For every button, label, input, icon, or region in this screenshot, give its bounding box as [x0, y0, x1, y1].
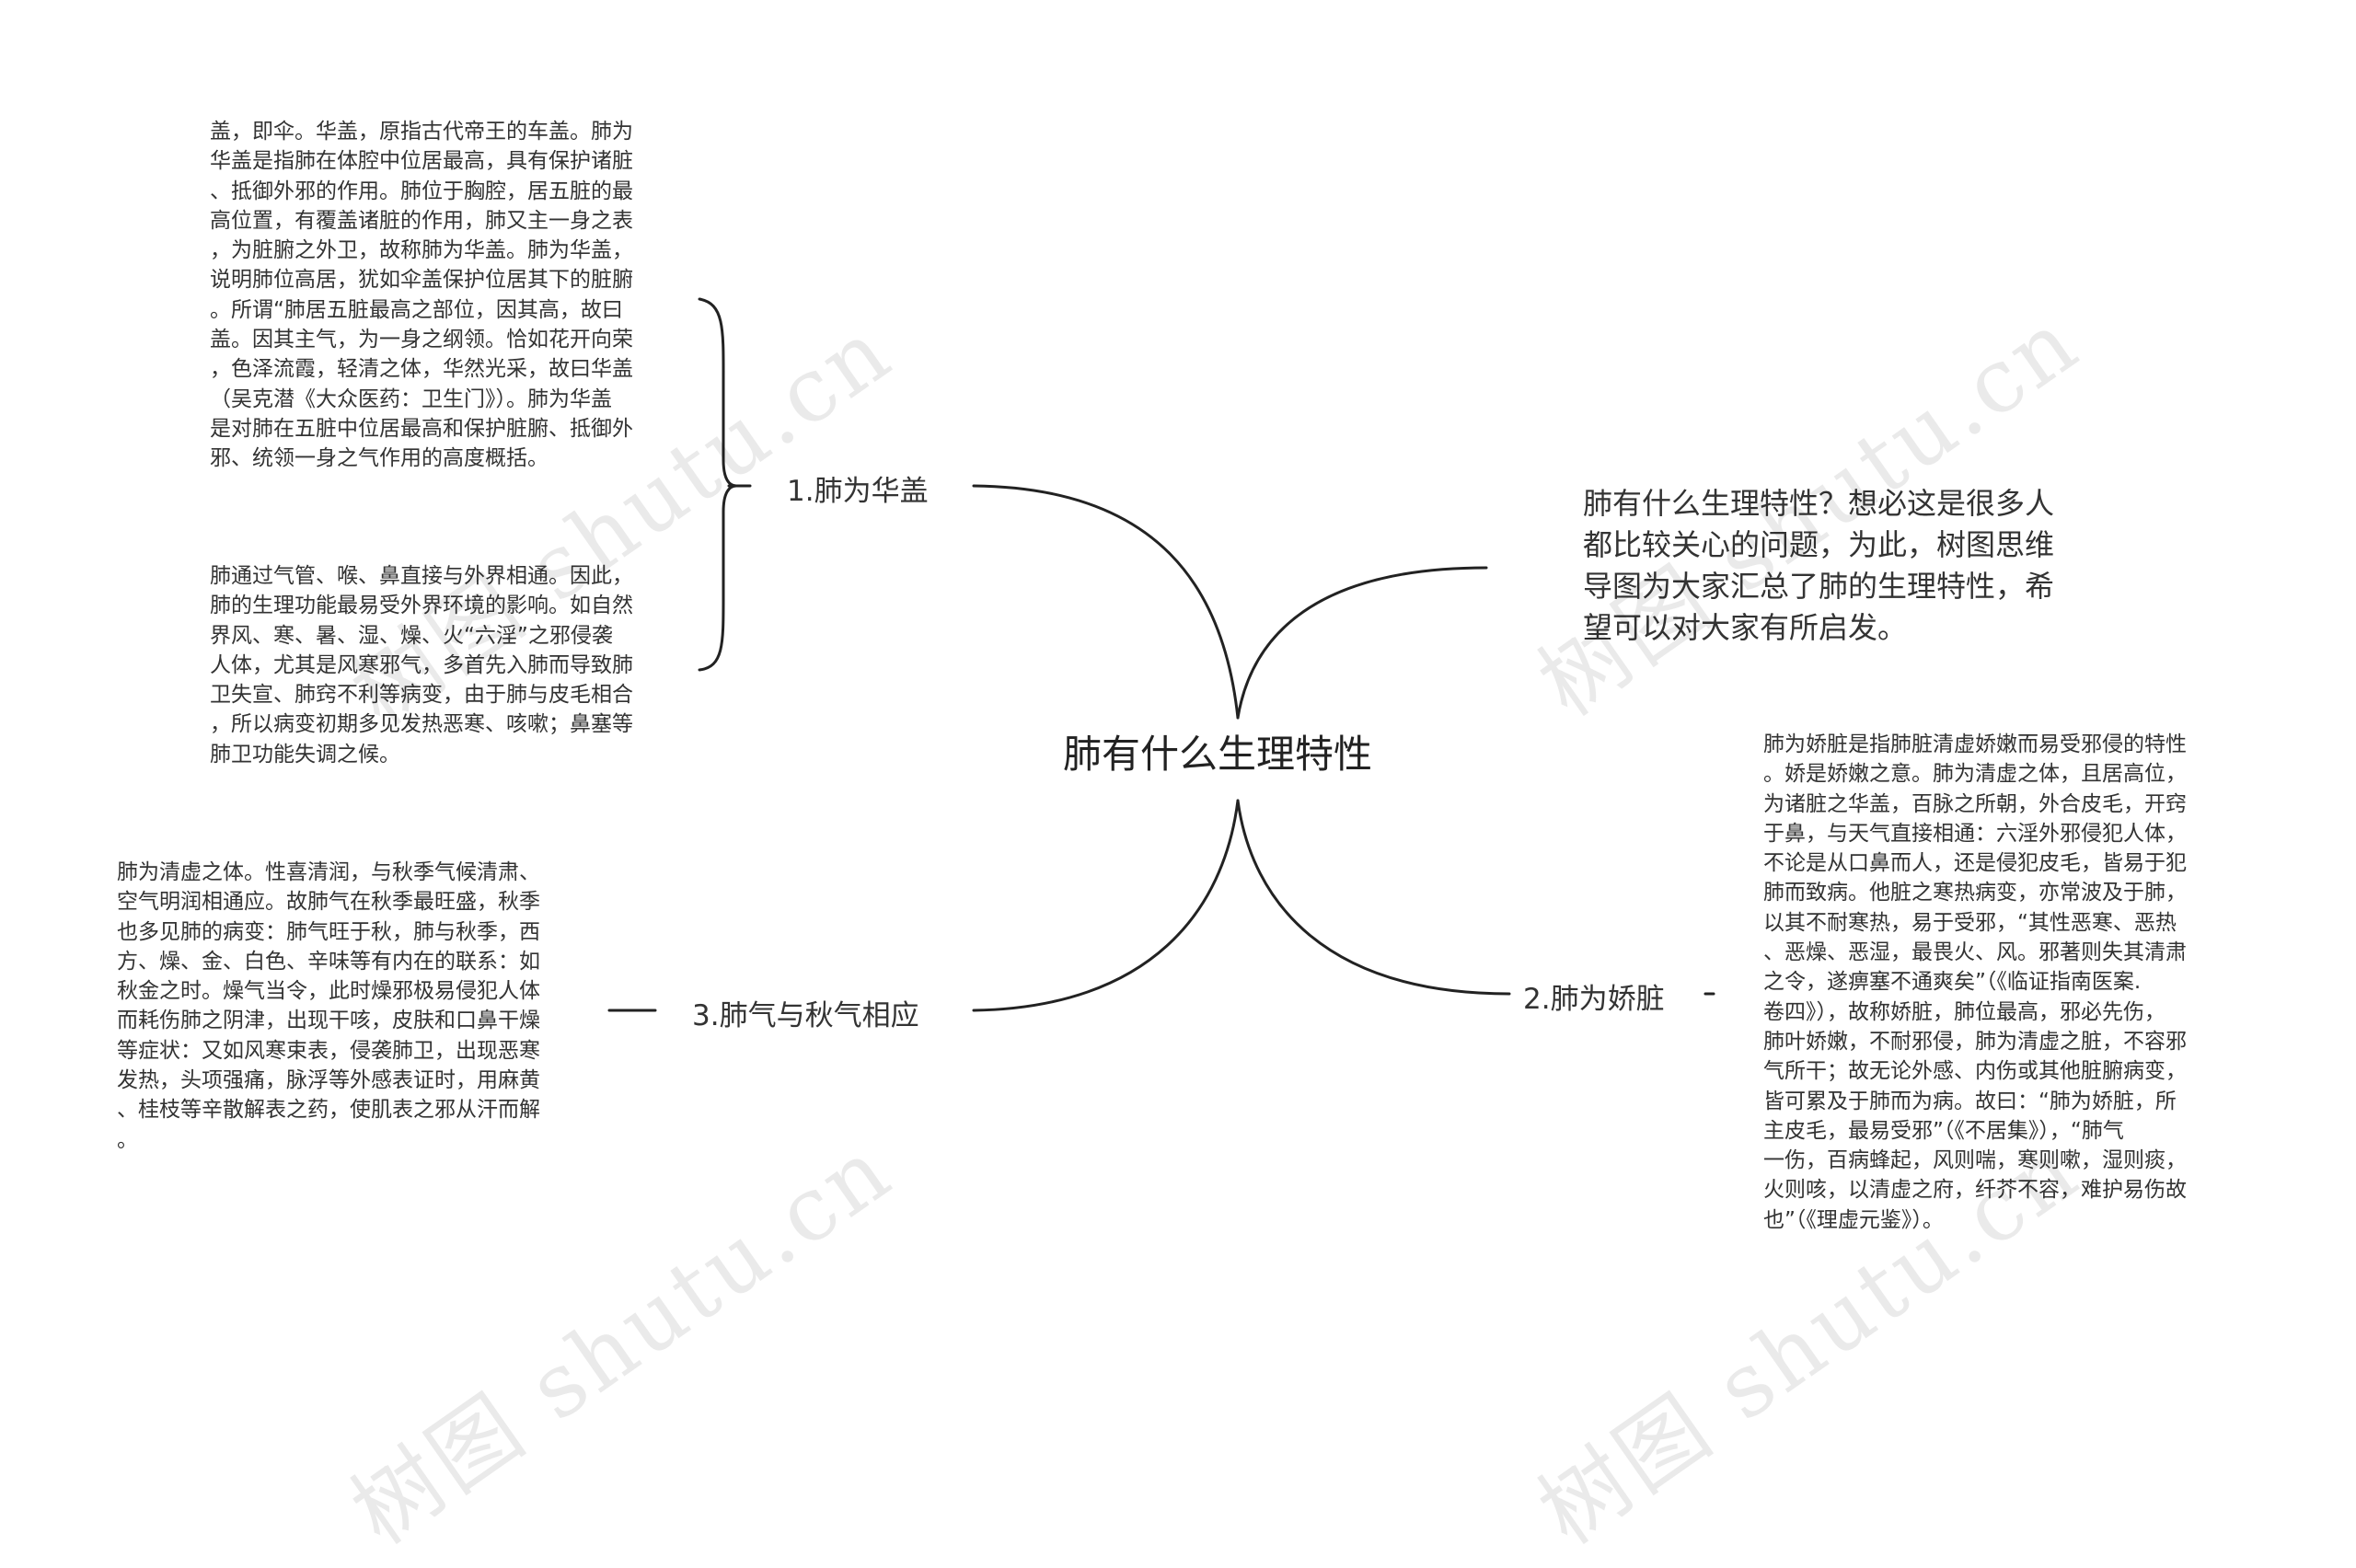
- connector-branch-1: [972, 484, 1240, 720]
- central-topic[interactable]: 肺有什么生理特性: [1063, 732, 1373, 777]
- connector-branch-3: [972, 799, 1240, 1012]
- branch-huagai[interactable]: 1.肺为华盖: [787, 475, 929, 508]
- branch-qiuqi[interactable]: 3.肺气与秋气相应: [692, 999, 919, 1032]
- intro-summary[interactable]: 肺有什么生理特性？想必这是很多人都比较关心的问题，为此，树图思维导图为大家汇总了…: [1583, 486, 2055, 645]
- leaf-jiaozang-detail[interactable]: 肺为娇脏是指肺脏清虚娇嫩而易受邪侵的特性 。娇是娇嫩之意。肺为清虚之体，且居高位…: [1763, 732, 2187, 1232]
- connector-branch-2: [1236, 799, 1511, 996]
- leaf-qiuqi-detail[interactable]: 肺为清虚之体。性喜清润，与秋季气候清肃、 空气明润相通应。故肺气在秋季最旺盛，秋…: [117, 860, 540, 1152]
- leaf-huagai-exposure[interactable]: 肺通过气管、喉、鼻直接与外界相通。因此， 肺的生理功能最易受外界环境的影响。如自…: [210, 564, 633, 767]
- connector-lines: [607, 297, 1715, 1012]
- mindmap-canvas: 肺有什么生理特性 肺有什么生理特性？想必这是很多人都比较关心的问题，为此，树图思…: [117, 120, 2187, 1564]
- leaf-huagai-definition[interactable]: 盖，即伞。华盖，原指古代帝王的车盖。肺为 华盖是指肺在体腔中位居最高，具有保护诸…: [210, 120, 633, 471]
- connector-intro: [1236, 566, 1488, 720]
- brace-branch-1: [698, 297, 737, 672]
- branch-jiaozang[interactable]: 2.肺为娇脏: [1523, 983, 1665, 1016]
